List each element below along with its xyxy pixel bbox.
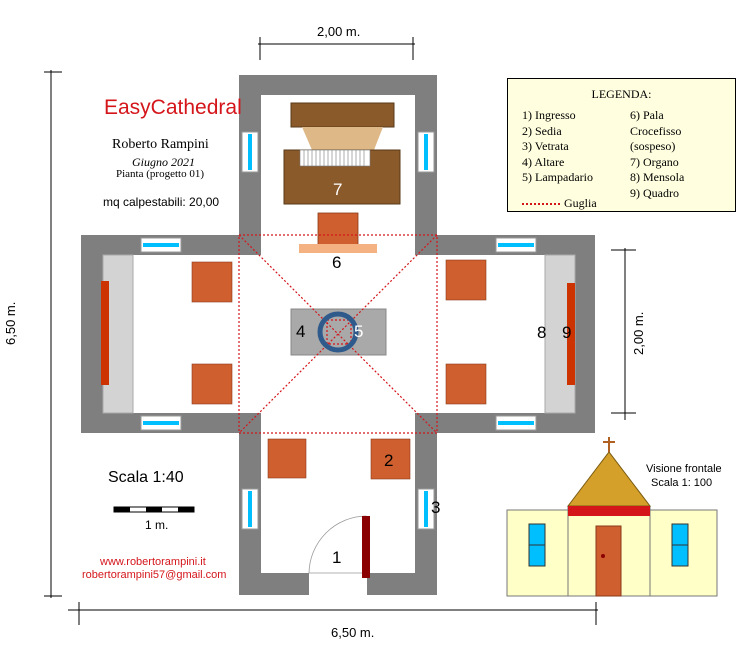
legend-spire-label: Guglia [564, 196, 597, 210]
dimension-top-label: 2,00 m. [317, 24, 361, 39]
legend-item: 9) Quadro [630, 185, 679, 200]
organ [283, 102, 401, 205]
legend-column-2: 6) Pala Crocefisso (sospeso) 7) Organo 8… [630, 108, 684, 201]
dimension-top-line [258, 37, 415, 60]
scale-label: Scala 1:40 [108, 469, 184, 486]
dimension-left-line [44, 70, 62, 598]
altar [290, 308, 387, 356]
legend-item: 7) Organo [630, 154, 679, 169]
scale-bar-label: 1 m. [145, 518, 169, 532]
legend-spire-row: Guglia [522, 196, 597, 211]
project-date: Giugno 2021 [132, 155, 195, 169]
legend-item: Crocefisso [630, 123, 682, 138]
legend-item: 1) Ingresso [522, 108, 576, 122]
front-view-title: Visione frontale [646, 463, 722, 475]
chairs [191, 259, 487, 480]
dimension-left-label: 6,50 m. [3, 301, 18, 345]
dimension-right-line [611, 248, 636, 420]
painting-left [101, 281, 109, 385]
windows [140, 131, 537, 530]
label-altar: 4 [296, 322, 306, 341]
crucifix-altarpiece [299, 212, 377, 253]
legend-item: 5) Lampadario [522, 170, 593, 184]
scale-bar [113, 506, 195, 513]
entrance-door [308, 515, 370, 578]
dimension-bottom-line [68, 602, 598, 625]
painting-right [567, 283, 575, 385]
front-view-scale: Scala 1: 100 [651, 477, 713, 489]
legend-item: 3) Vetrata [522, 139, 569, 153]
website-link[interactable]: www.robertorampini.it [100, 556, 206, 568]
chandelier [317, 311, 359, 353]
label-chair: 2 [384, 451, 394, 470]
legend-item: (sospeso) [630, 139, 676, 153]
dimension-right-label: 2,00 m. [631, 311, 646, 355]
dimension-bottom-label: 6,50 m. [331, 625, 375, 640]
legend-column-1: 1) Ingresso 2) Sedia 3) Vetrata 4) Altar… [522, 108, 593, 186]
label-chandelier: 5 [354, 322, 364, 341]
label-painting: 9 [562, 323, 572, 342]
label-altarpiece: 6 [332, 253, 342, 272]
spire-outline [238, 234, 438, 434]
app-title: EasyCathedral [104, 96, 242, 119]
project-subtitle: Pianta (progetto 01) [116, 168, 204, 180]
author-name: Roberto Rampini [112, 137, 209, 152]
legend-item: 2) Sedia [522, 123, 562, 138]
legend-item: 6) Pala [630, 108, 664, 122]
label-shelf: 8 [537, 323, 547, 342]
label-entrance: 1 [332, 548, 342, 567]
dotted-line-swatch [522, 203, 560, 206]
legend-item: 4) Altare [522, 154, 565, 169]
legend-box: LEGENDA: 1) Ingresso 2) Sedia 3) Vetrata… [507, 78, 736, 212]
label-window: 3 [431, 498, 441, 517]
legend-title: LEGENDA: [591, 87, 652, 101]
email-link[interactable]: robertorampini57@gmail.com [82, 569, 227, 581]
label-organ: 7 [333, 180, 343, 199]
legend-item: 8) Mensola [630, 170, 685, 184]
front-view-drawing [506, 437, 718, 597]
walkable-area: mq calpestabili: 20,00 [103, 195, 220, 209]
